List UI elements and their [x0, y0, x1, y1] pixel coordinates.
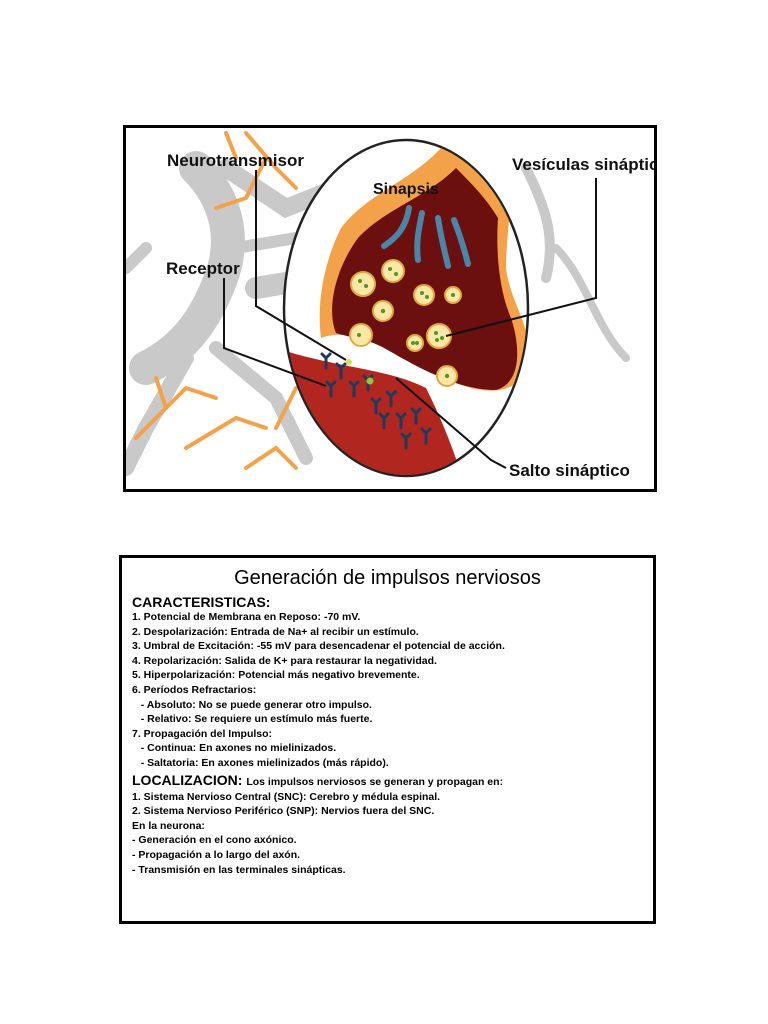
axon-terminal [332, 168, 518, 390]
list-item: - Propagación a lo largo del axón. [132, 848, 301, 861]
label-receptor: Receptor [166, 259, 240, 278]
list-item: En la neurona: [132, 819, 205, 832]
info-title: Generación de impulsos nerviosos [234, 567, 541, 589]
list-item: - Continua: En axones no mielinizados. [132, 742, 337, 755]
list-item: 1. Sistema Nervioso Central (SNC): Cereb… [132, 790, 441, 803]
list-item: - Transmisión en las terminales sináptic… [132, 863, 346, 876]
localizacion-list: 1. Sistema Nervioso Central (SNC): Cereb… [132, 790, 643, 878]
localizacion-heading: LOCALIZACION: Los impulsos nerviosos se … [132, 772, 643, 790]
label-lines [223, 170, 597, 469]
list-item: 2. Despolarización: Entrada de Na+ al re… [132, 625, 419, 638]
neuron-background [126, 151, 630, 476]
localizacion-heading-label: LOCALIZACION: [132, 771, 243, 788]
list-item: 3. Umbral de Excitación: -55 mV para des… [132, 640, 505, 653]
list-item: - Relativo: Se requiere un estímulo más … [132, 713, 373, 726]
synaptic-vesicles [349, 259, 462, 387]
list-item: 1. Potencial de Membrana en Reposo: -70 … [132, 611, 361, 623]
label-salto: Salto sináptico [509, 461, 630, 480]
blue-channels [381, 205, 471, 269]
caracteristicas-heading: CARACTERISTICAS: [132, 594, 271, 610]
label-sinapsis: Sinapsis [373, 181, 439, 198]
list-item: 4. Repolarización: Salida de K+ para res… [132, 654, 437, 667]
localizacion-note: Los impulsos nerviosos se generan y prop… [246, 775, 504, 788]
caracteristicas-list: 1. Potencial de Membrana en Reposo: -70 … [132, 610, 643, 771]
neurotransmitter-dot [366, 377, 374, 385]
list-item: 6. Períodos Refractarios: [132, 683, 257, 696]
list-item: - Generación en el cono axónico. [132, 834, 297, 847]
receptors [320, 352, 432, 450]
label-neurotransmisor: Neurotransmisor [167, 151, 304, 170]
list-item: - Saltatoria: En axones mielinizados (má… [132, 756, 389, 769]
list-item: 5. Hiperpolarización: Potencial más nega… [132, 669, 420, 682]
neurotransmitter-dot-2 [346, 359, 352, 365]
list-item: - Absoluto: No se puede generar otro imp… [132, 698, 372, 711]
label-vesiculas: Vesículas sinápticas [512, 155, 654, 174]
info-box: Generación de impulsos nerviosos CARACTE… [119, 555, 656, 924]
synapse-figure: Neurotransmisor Vesículas sinápticas Sin… [123, 125, 657, 492]
list-item: 7. Propagación del Impulso: [132, 727, 273, 740]
list-item: 2. Sistema Nervioso Periférico (SNP): Ne… [132, 805, 435, 818]
